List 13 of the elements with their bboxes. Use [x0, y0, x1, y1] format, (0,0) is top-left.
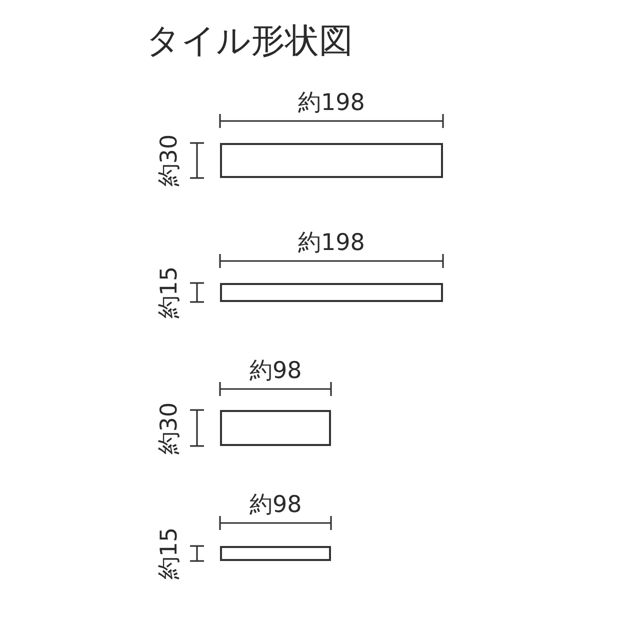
- dimension-label: 約15: [158, 527, 182, 580]
- dimension-label: 約30: [158, 134, 182, 187]
- dimension-label: 約98: [250, 494, 302, 517]
- dimension-label: 約198: [298, 232, 365, 255]
- dimension-label: 約30: [158, 402, 182, 454]
- dimension-label: 約98: [250, 360, 302, 383]
- tile-outline: [220, 283, 443, 302]
- tile-outline: [220, 143, 443, 178]
- dimension-label: 約198: [298, 92, 365, 115]
- dimension-label: 約15: [158, 266, 182, 319]
- tile-outline: [220, 546, 331, 561]
- tile-outline: [220, 410, 331, 446]
- title: タイル形状図: [146, 20, 353, 63]
